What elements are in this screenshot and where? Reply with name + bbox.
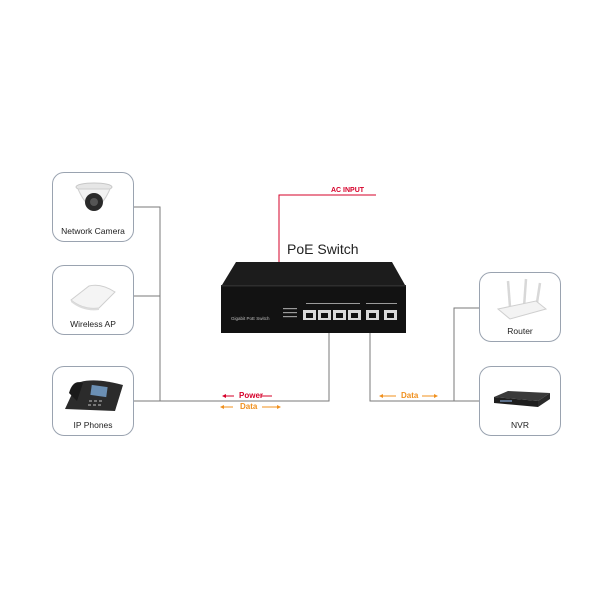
wireless-ap-card: Wireless AP [52, 265, 134, 335]
phone-to-switch-line [134, 333, 330, 402]
network-camera-card: Network Camera [52, 172, 134, 242]
dome-camera-icon [75, 182, 113, 211]
network-camera-label: Network Camera [61, 226, 125, 236]
nvr-card: NVR [479, 366, 561, 436]
router-card: Router [479, 272, 561, 342]
ip-phones-label: IP Phones [73, 420, 113, 430]
right-link-arrows [379, 394, 438, 398]
right-data-label: Data [401, 391, 419, 400]
router-icon [496, 278, 548, 320]
switch-panel-label: Gigabit PoE Switch [231, 316, 270, 321]
left-data-label: Data [240, 402, 258, 411]
wireless-ap-label: Wireless AP [70, 319, 116, 329]
camera-link-line [134, 206, 161, 401]
switch-to-right-line [369, 333, 479, 402]
poe-switch [221, 262, 406, 333]
switch-front [221, 285, 406, 333]
nvr-icon [494, 391, 550, 407]
router-label: Router [507, 326, 533, 336]
ip-phone-icon [65, 380, 123, 411]
ac-input-line [278, 194, 376, 262]
connection-lines [134, 206, 479, 402]
ac-input-label: AC INPUT [331, 187, 365, 194]
ip-phones-card: IP Phones [52, 366, 134, 436]
router-link-line [453, 307, 479, 401]
switch-edge [221, 285, 406, 287]
access-point-icon [70, 284, 116, 311]
left-link-arrows [220, 394, 281, 409]
switch-title: PoE Switch [287, 241, 359, 257]
left-power-label: Power [239, 391, 264, 400]
nvr-label: NVR [511, 420, 529, 430]
switch-top [222, 262, 405, 285]
